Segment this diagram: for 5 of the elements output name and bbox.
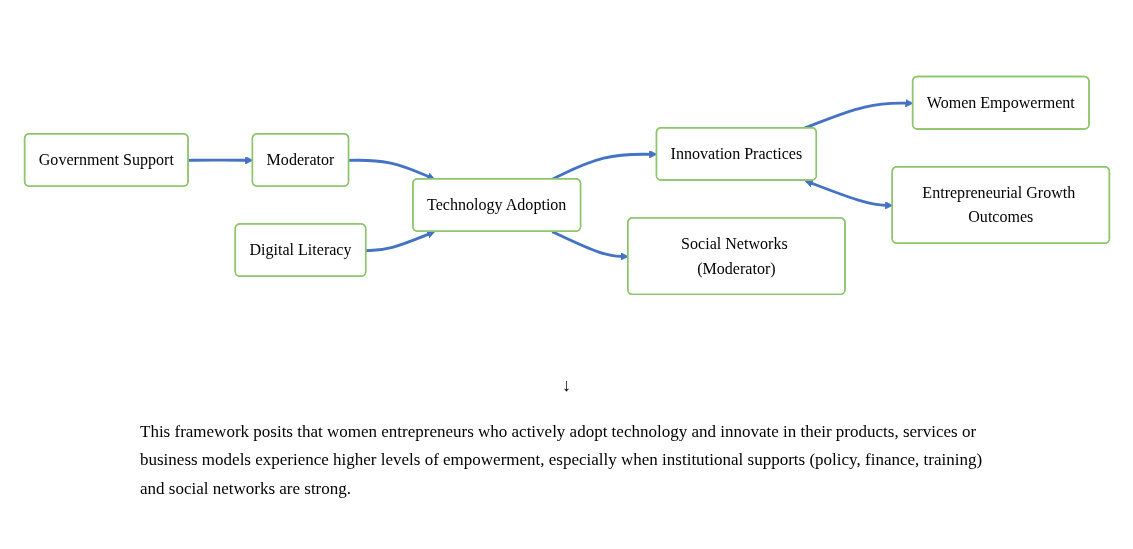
arrow [365,230,435,252]
arrow [348,158,435,180]
arrow [803,98,913,129]
note-text: This framework posits that women entrepreneurs who actively adopt technology and innovate in their products, services or business models experience higher levels of empowerment, especially when institutional supports (policy, finance, training) and social networks are strong. [140,420,984,501]
arrow-symbol: ↓ [561,374,572,397]
